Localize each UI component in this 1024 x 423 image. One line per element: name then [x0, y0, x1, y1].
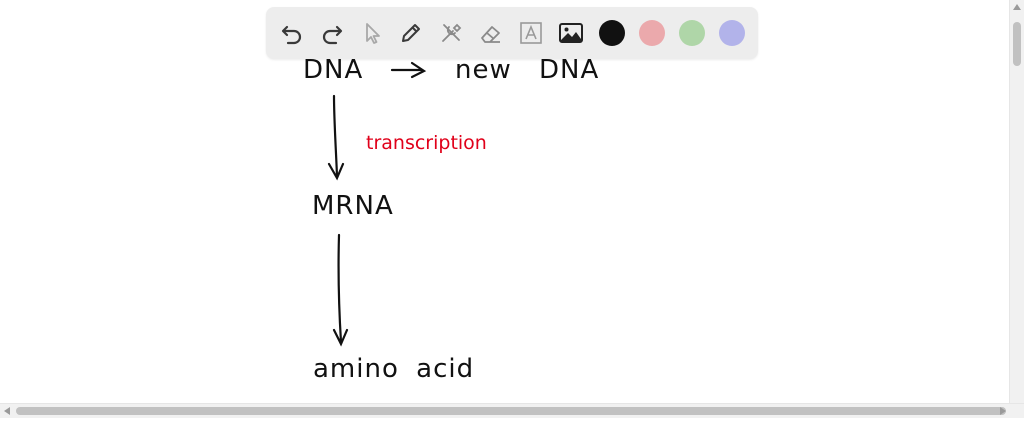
tools-icon — [442, 23, 462, 42]
redo-icon — [322, 25, 343, 45]
image-tool-button[interactable] — [553, 15, 589, 51]
eraser-icon — [481, 26, 500, 43]
image-icon — [559, 23, 583, 43]
color-swatch-pink[interactable] — [639, 20, 665, 46]
color-swatch-green[interactable] — [679, 20, 705, 46]
select-tool-button[interactable] — [354, 15, 390, 51]
scroll-up-arrow-icon[interactable] — [1013, 4, 1021, 10]
tools-button[interactable] — [433, 15, 469, 51]
note-amino-acid: amino acid — [313, 354, 475, 384]
undo-icon — [281, 25, 302, 45]
ink-arrow-mrna-to-amino-acid — [332, 233, 349, 347]
select-pointer-icon — [366, 23, 380, 44]
vertical-scroll-thumb[interactable] — [1013, 22, 1021, 66]
scroll-right-arrow-icon[interactable] — [1000, 407, 1006, 415]
pen-icon — [402, 24, 420, 42]
scroll-left-arrow-icon[interactable] — [4, 407, 10, 415]
ink-arrow-dna-to-new-dna — [390, 61, 427, 79]
color-swatch-black[interactable] — [599, 20, 625, 46]
text-tool-button[interactable] — [513, 15, 549, 51]
note-transcription: transcription — [366, 132, 487, 154]
note-dna: DNA — [303, 55, 364, 85]
color-swatch-purple[interactable] — [719, 20, 745, 46]
redo-button[interactable] — [314, 15, 350, 51]
undo-button[interactable] — [274, 15, 310, 51]
note-new-dna: new DNA — [455, 55, 600, 85]
pen-tool-button[interactable] — [393, 15, 429, 51]
text-icon — [520, 22, 542, 44]
drawing-toolbar — [266, 7, 758, 59]
ink-arrow-dna-to-mrna — [327, 94, 345, 181]
horizontal-scrollbar[interactable] — [0, 403, 1024, 418]
vertical-scrollbar[interactable] — [1009, 0, 1024, 404]
horizontal-scroll-thumb[interactable] — [16, 407, 1006, 415]
note-mrna: MRNA — [312, 191, 394, 221]
eraser-tool-button[interactable] — [473, 15, 509, 51]
